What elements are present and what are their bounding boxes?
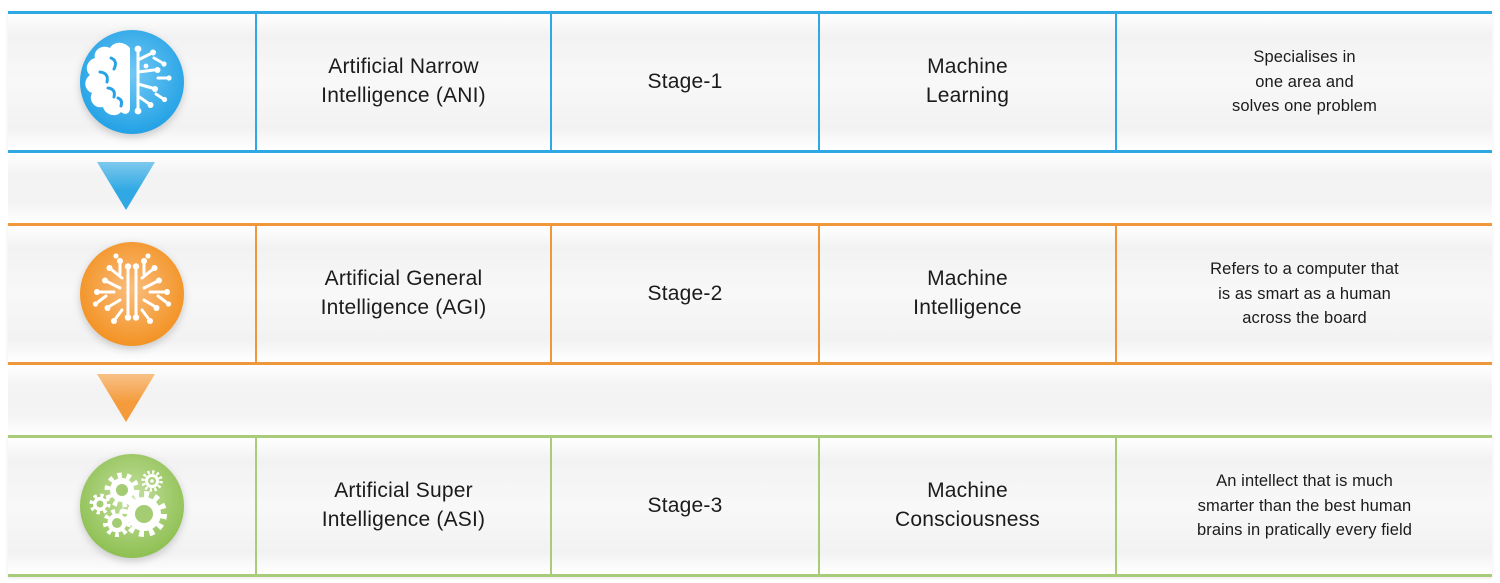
gap-row-2 xyxy=(8,365,1492,435)
circuit-brain-icon xyxy=(79,242,184,346)
gear-large xyxy=(120,491,167,537)
agi-stage-cell: Stage-2 xyxy=(550,226,818,362)
ani-icon-cell xyxy=(8,14,255,150)
gear-medium xyxy=(104,472,139,508)
asi-icon-cell xyxy=(8,438,255,574)
down-arrow-blue-icon xyxy=(97,162,155,210)
agi-icon-cell xyxy=(8,226,255,362)
gears-icon xyxy=(79,454,184,558)
agi-description: Refers to a computer that is as smart as… xyxy=(1210,259,1399,328)
ani-description: Specialises in one area and solves one p… xyxy=(1232,47,1377,116)
stage-row-ani: Artificial Narrow Intelligence (ANI) Sta… xyxy=(8,11,1492,153)
gear-small xyxy=(102,509,131,537)
ani-stage: Stage-1 xyxy=(647,69,723,93)
agi-category-cell: Machine Intelligence xyxy=(818,226,1115,362)
stage-row-agi: Artificial General Intelligence (AGI) St… xyxy=(8,223,1492,365)
ani-description-cell: Specialises in one area and solves one p… xyxy=(1115,14,1492,150)
ani-stage-cell: Stage-1 xyxy=(550,14,818,150)
ani-name-cell: Artificial Narrow Intelligence (ANI) xyxy=(255,14,550,150)
asi-category-cell: Machine Consciousness xyxy=(818,438,1115,574)
agi-name: Artificial General Intelligence (AGI) xyxy=(320,267,487,319)
brain-half-circuit-icon xyxy=(79,30,184,134)
down-arrow-orange-icon xyxy=(97,374,155,422)
asi-description-cell: An intellect that is much smarter than t… xyxy=(1115,438,1492,574)
agi-name-cell: Artificial General Intelligence (AGI) xyxy=(255,226,550,362)
asi-stage-cell: Stage-3 xyxy=(550,438,818,574)
asi-description: An intellect that is much smarter than t… xyxy=(1196,471,1413,540)
gap-row-1 xyxy=(8,153,1492,223)
asi-category: Machine Consciousness xyxy=(894,479,1040,531)
stage-row-asi: Artificial Super Intelligence (ASI) Stag… xyxy=(8,435,1492,577)
asi-name: Artificial Super Intelligence (ASI) xyxy=(321,479,486,531)
agi-description-cell: Refers to a computer that is as smart as… xyxy=(1115,226,1492,362)
asi-name-cell: Artificial Super Intelligence (ASI) xyxy=(255,438,550,574)
ani-name: Artificial Narrow Intelligence (ANI) xyxy=(321,55,486,107)
agi-stage: Stage-2 xyxy=(647,281,723,305)
ani-category: Machine Learning xyxy=(925,55,1010,107)
asi-stage: Stage-3 xyxy=(647,493,723,517)
agi-category: Machine Intelligence xyxy=(913,267,1022,319)
gear-tiny-left xyxy=(89,493,110,515)
ani-category-cell: Machine Learning xyxy=(818,14,1115,150)
gear-ring-top-right xyxy=(140,470,163,492)
